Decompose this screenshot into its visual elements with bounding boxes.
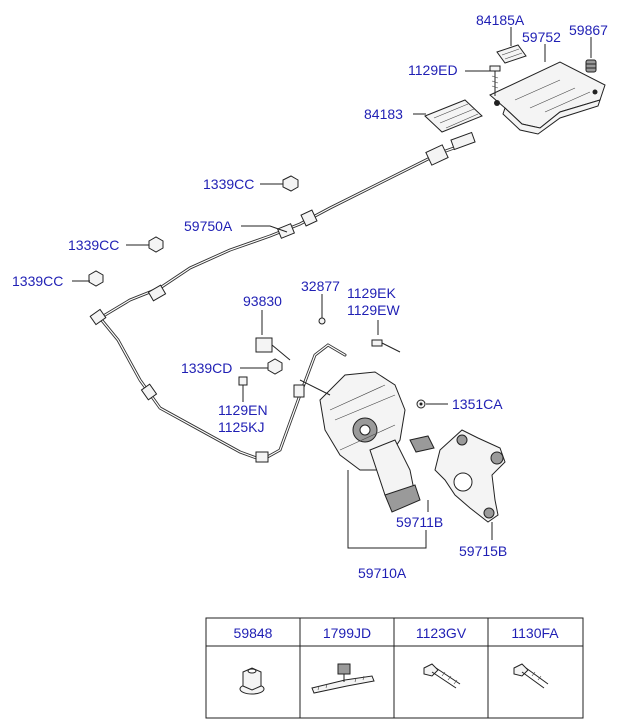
label-1339CC-left: 1339CC [12,273,63,289]
nut-1339CC-mid [148,236,164,253]
flange-bolt-icon [423,663,461,689]
leader-lines [72,27,592,549]
label-1339CD: 1339CD [181,360,232,376]
label-1351CA: 1351CA [452,396,503,412]
washer-1351CA [416,399,426,409]
label-1129EW: 1129EW [347,302,400,318]
label-1339CC-mid: 1339CC [68,237,119,253]
parts-table: 59848 1799JD 1123GV 1130FA [205,617,584,719]
nut-1339CD [267,358,283,375]
label-32877: 32877 [301,278,340,294]
label-59867: 59867 [569,22,608,38]
label-59752: 59752 [522,29,561,45]
label-1339CC-top: 1339CC [203,176,254,192]
table-header-1799JD: 1799JD [323,625,371,641]
label-1129EN: 1129EN [218,402,268,418]
flange-nut-icon [239,667,265,695]
label-84183: 84183 [364,106,403,122]
pad-84183 [424,99,483,133]
cable-59750A [89,131,476,463]
table-header-1123GV: 1123GV [416,625,467,641]
label-1129EK: 1129EK [347,285,396,301]
bolt-1129EN [238,376,248,402]
bolt-1129ED [489,65,501,96]
label-1129ED: 1129ED [408,62,458,78]
bracket-59715B [434,429,506,523]
label-59715B: 59715B [459,543,507,559]
label-59750A: 59750A [184,218,233,234]
label-93830: 93830 [243,293,282,309]
pin-32877 [318,317,326,325]
pedal-assembly-59710A [255,337,421,513]
cable-tie-icon [311,663,375,694]
table-header-59848: 59848 [234,625,273,641]
label-1125KJ: 1125KJ [218,419,264,435]
hex-bolt-icon [513,663,549,689]
pad-84185A [496,44,527,64]
nut-1339CC-top [282,175,299,192]
table-header-1130FA: 1130FA [511,625,559,641]
bracket-59752 [489,61,606,135]
label-59711B: 59711B [396,514,443,530]
label-84185A: 84185A [476,12,525,28]
clip-59867 [585,59,597,73]
bolt-1129EK [371,339,401,353]
part-labels: 84185A 59867 59752 1129ED 84183 1339CC 5… [12,12,608,581]
pad-59711B [409,435,435,453]
nut-1339CC-left [88,270,104,287]
label-59710A: 59710A [358,565,407,581]
